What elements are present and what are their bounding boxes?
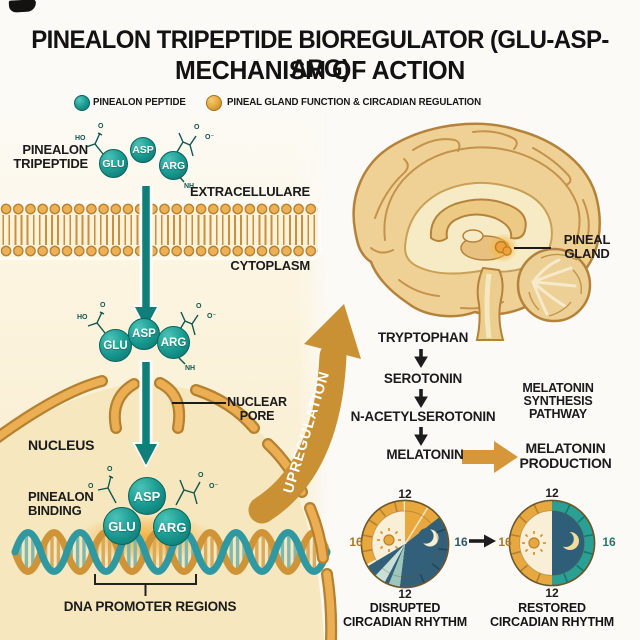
pinealon-molecule-binding: O O O O⁻ ASP GLU ARG bbox=[80, 463, 230, 563]
nuclear-pore-label: NUCLEAR PORE bbox=[227, 395, 287, 423]
disrupted-16-right: 16 bbox=[454, 535, 468, 549]
asp-residue: ASP bbox=[128, 477, 166, 515]
pineal-gland-label: PINEAL GLAND bbox=[563, 232, 611, 262]
arg-residue: ARG bbox=[153, 508, 191, 546]
chem-o: O bbox=[196, 303, 202, 310]
glu-residue: GLU bbox=[103, 507, 141, 545]
brainstem bbox=[475, 266, 505, 341]
cell-membrane-bilayer bbox=[0, 203, 318, 257]
dna-promoter-label: DNA PROMOTER REGIONS bbox=[63, 599, 237, 614]
cytoplasm-label: CYTOPLASM bbox=[230, 258, 310, 273]
pinealon-molecule-extracellular: HO O O O⁻ NH GLU ASP ARG bbox=[75, 118, 225, 208]
sun-icon bbox=[383, 534, 395, 546]
disrupted-caption: DISRUPTED CIRCADIAN RHYTHM bbox=[343, 601, 467, 629]
chem-ho: HO bbox=[77, 314, 88, 321]
dna-bracket bbox=[94, 574, 197, 596]
tripeptide-label: PINEALON TRIPEPTIDE bbox=[13, 142, 88, 172]
production-arrow bbox=[462, 441, 518, 473]
brain-illustration bbox=[352, 122, 601, 341]
synthesis-pathway-label: MELATONIN SYNTHESIS PATHWAY bbox=[522, 381, 594, 422]
chem-o: O bbox=[98, 123, 104, 130]
chem-o-minus: O⁻ bbox=[205, 134, 215, 141]
cerebellum-folia bbox=[528, 253, 583, 317]
chem-nh: NH bbox=[185, 365, 196, 372]
chem-o: O bbox=[198, 472, 204, 479]
disrupted-16-left: 16 bbox=[349, 535, 363, 549]
chem-o-minus: O⁻ bbox=[207, 313, 217, 320]
pathway-step-tryptophan: TRYPTOPHAN bbox=[377, 330, 469, 345]
glu-residue: GLU bbox=[99, 149, 128, 178]
page-title-line2: MECHANISM OF ACTION bbox=[175, 55, 465, 85]
dna-strand-teal bbox=[11, 529, 331, 575]
extracellular-label: EXTRACELLULARE bbox=[190, 184, 310, 199]
disrupted-12-top: 12 bbox=[398, 487, 412, 501]
dna-helix bbox=[11, 529, 331, 575]
nuclear-pore-right bbox=[156, 379, 183, 432]
restored-16-right: 16 bbox=[602, 535, 616, 549]
chem-bonds bbox=[87, 311, 199, 365]
pinealon-molecule-cytoplasm: HO O O O⁻ NH GLU ASP ARG bbox=[77, 302, 229, 398]
arg-residue: ARG bbox=[157, 326, 190, 359]
disrupted-12-bottom: 12 bbox=[398, 587, 412, 601]
restored-16-left: 16 bbox=[498, 535, 512, 549]
legend-gland-label: PINEAL GLAND FUNCTION & CIRCADIAN REGULA… bbox=[227, 97, 482, 108]
nuclear-envelope bbox=[0, 375, 338, 640]
melatonin-production-label: MELATONIN PRODUCTION bbox=[519, 440, 612, 471]
chem-ho: HO bbox=[75, 135, 86, 142]
restored-clock bbox=[508, 499, 596, 587]
restored-caption: RESTORED CIRCADIAN RHYTHM bbox=[490, 601, 614, 629]
restored-12-top: 12 bbox=[545, 486, 559, 500]
nuclear-pore-left bbox=[111, 380, 138, 432]
chem-o-minus: O⁻ bbox=[209, 483, 219, 490]
page-title-line1: PINEALON TRIPEPTIDE BIOREGULATOR (GLU-AS… bbox=[31, 26, 609, 83]
clock-transition-arrow bbox=[469, 534, 496, 548]
gyri-lines bbox=[370, 130, 590, 310]
chem-o: O bbox=[107, 466, 113, 473]
pathway-step-melatonin: MELATONIN bbox=[386, 447, 464, 462]
chem-o: O bbox=[100, 302, 106, 309]
asp-residue: ASP bbox=[128, 318, 160, 350]
chem-bonds bbox=[97, 475, 201, 506]
chem-o: O bbox=[88, 483, 94, 490]
restored-12-bottom: 12 bbox=[545, 586, 559, 600]
pathway-step-nacetylserotonin: N-ACETYLSEROTONIN bbox=[350, 409, 496, 424]
nuclear-entry-arrow bbox=[132, 360, 160, 468]
pinealon-binding-label: PINEALON BINDING bbox=[28, 489, 94, 519]
nucleus-label: NUCLEUS bbox=[28, 437, 95, 453]
arbor-vitae bbox=[531, 258, 577, 316]
chem-bonds bbox=[85, 132, 197, 183]
legend-peptide-label: PINEALON PEPTIDE bbox=[93, 97, 186, 108]
asp-residue: ASP bbox=[130, 137, 156, 163]
legend-peptide-icon bbox=[74, 95, 90, 111]
chem-nh: NH bbox=[184, 183, 195, 190]
sun-icon bbox=[528, 537, 540, 549]
glu-residue: GLU bbox=[99, 329, 132, 362]
disrupted-clock bbox=[360, 499, 450, 589]
pathway-step-serotonin: SEROTONIN bbox=[383, 371, 463, 386]
legend-gland-icon bbox=[206, 95, 222, 111]
ventricle bbox=[462, 229, 484, 243]
chem-o: O bbox=[194, 124, 200, 131]
arg-residue: ARG bbox=[159, 151, 188, 180]
pathway-arrows bbox=[414, 349, 428, 446]
